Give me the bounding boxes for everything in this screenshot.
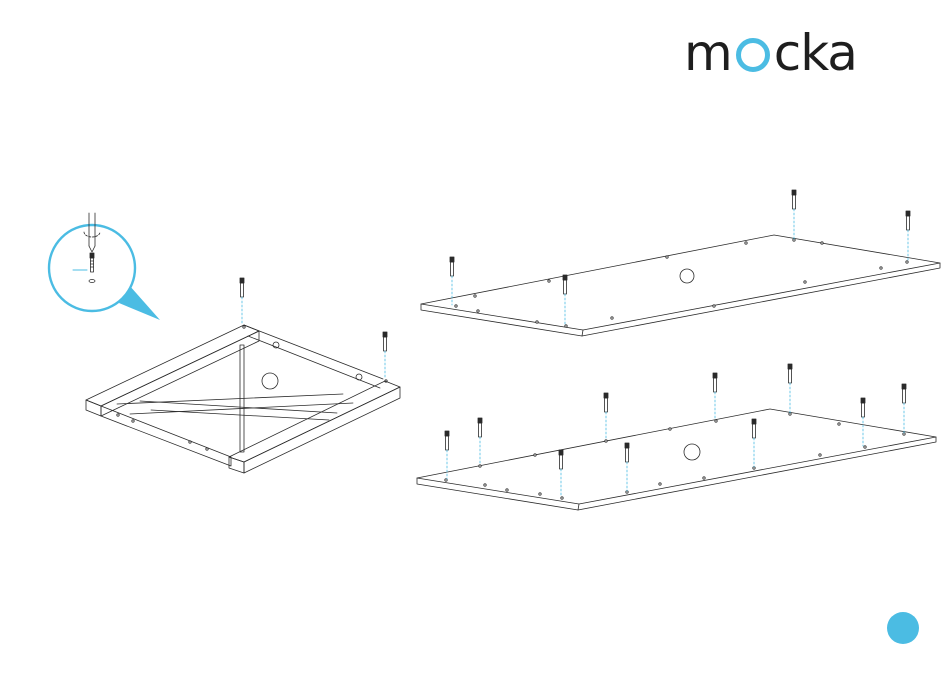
top-panel <box>421 235 940 336</box>
bolt-icon <box>383 332 387 379</box>
detail-callout <box>49 213 160 320</box>
bolt-icon <box>478 418 482 465</box>
page-indicator-dot <box>887 612 919 644</box>
bolt-icon <box>240 278 244 325</box>
step-marker-circle <box>262 373 278 389</box>
bottom-panel <box>417 409 936 510</box>
bolt-icon <box>792 190 796 239</box>
callout-circle <box>49 225 135 311</box>
bolt-icon <box>788 364 792 413</box>
bolt-icon <box>604 393 608 440</box>
bolt-icon <box>713 373 717 420</box>
bolt-icon <box>902 384 906 433</box>
bolt-icon <box>906 211 910 260</box>
